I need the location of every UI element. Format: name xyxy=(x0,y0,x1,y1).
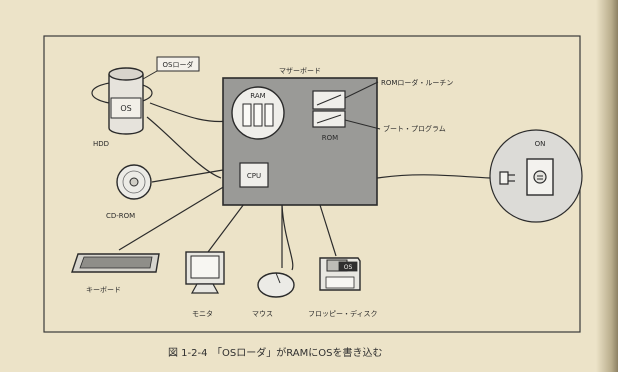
os-loader-tag: OSローダ xyxy=(143,57,199,79)
figure-number: 図 1-2-4 xyxy=(168,347,207,359)
hdd-cylinder-top xyxy=(109,68,143,80)
hdd-os-text: OS xyxy=(120,104,131,113)
ram-module-3 xyxy=(265,104,273,126)
motherboard-label: マザーボード xyxy=(279,67,321,75)
wire-motherboard-power xyxy=(377,175,490,178)
boot-program-label: ブート・プログラム xyxy=(383,124,446,133)
power-label: ON xyxy=(535,140,546,148)
os-loader-tag-text: OSローダ xyxy=(163,60,194,69)
cdrom-device: CD-ROM xyxy=(106,165,151,220)
wire-cdrom-motherboard xyxy=(152,170,223,182)
cdrom-label: CD-ROM xyxy=(106,212,135,220)
keyboard-label: キーボード xyxy=(86,286,121,294)
ram-label: RAM xyxy=(250,92,265,100)
keyboard-keys xyxy=(80,257,152,268)
floppy-os-tag: OS xyxy=(344,264,353,271)
cpu-label: CPU xyxy=(247,172,261,180)
keyboard-device: キーボード xyxy=(72,254,159,294)
wire-monitor-motherboard xyxy=(205,204,244,256)
monitor-screen xyxy=(191,256,219,278)
hdd-label: HDD xyxy=(93,140,109,148)
mouse-cable xyxy=(282,205,293,270)
outlet-socket xyxy=(534,171,546,183)
power-switch: ON xyxy=(490,130,582,222)
mouse-body xyxy=(258,273,294,297)
floppy-device: OS フロッピー・ディスク xyxy=(308,258,378,318)
rom-loader-routine-label: ROMローダ・ルーチン xyxy=(381,78,453,87)
cdrom-hole xyxy=(130,178,138,186)
os-loader-pointer xyxy=(143,71,157,79)
monitor-label: モニタ xyxy=(192,309,213,318)
mouse-device: マウス xyxy=(252,205,294,318)
wire-hdd-motherboard xyxy=(147,117,221,178)
figure-caption: 「OSローダ」がRAMにOSを書き込む xyxy=(212,346,382,359)
motherboard: マザーボード RAM ROM CPU xyxy=(223,67,377,205)
power-plug xyxy=(500,172,508,184)
rom-label: ROM xyxy=(322,134,338,142)
hdd-device: OS HDD xyxy=(92,68,152,148)
floppy-label: フロッピー・ディスク xyxy=(308,309,378,318)
ram-module-2 xyxy=(254,104,262,126)
monitor-device: モニタ xyxy=(186,252,224,318)
monitor-stand xyxy=(192,284,218,293)
mouse-label: マウス xyxy=(252,310,273,318)
wire-floppy-motherboard xyxy=(320,205,336,256)
ram-module-1 xyxy=(243,104,251,126)
floppy-sticker xyxy=(326,277,354,288)
